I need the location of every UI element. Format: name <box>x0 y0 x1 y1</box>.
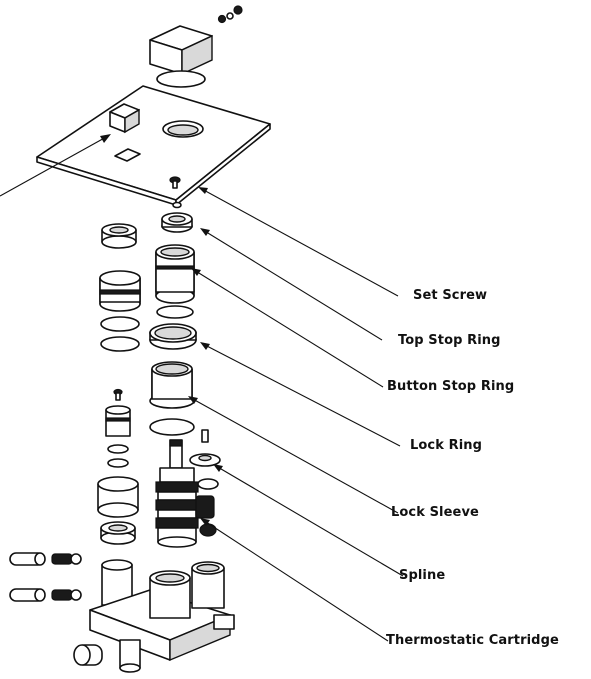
valve-body <box>73 559 235 673</box>
left-small-screw <box>113 388 123 401</box>
label-top-stop-ring: Top Stop Ring <box>398 333 501 348</box>
left-small-cartridge <box>105 405 131 437</box>
left-stack-cap <box>101 223 137 249</box>
left-o-ring-1 <box>100 316 140 332</box>
left-o-ring-4 <box>107 458 129 468</box>
handle-cap <box>149 25 213 76</box>
label-spline: Spline <box>399 568 446 583</box>
leader-button-stop-ring <box>193 269 384 388</box>
left-leader-line <box>0 135 109 197</box>
arrowhead-button-stop-ring <box>191 268 201 276</box>
o-ring-mid <box>156 305 194 319</box>
wall-anchor-upper <box>9 552 82 566</box>
wall-anchor-lower <box>9 588 82 602</box>
label-thermostatic-cartridge: Thermostatic Cartridge <box>386 633 559 648</box>
small-cube-block <box>109 103 140 134</box>
leader-thermostatic-cartridge <box>202 519 389 642</box>
cap-o-ring <box>156 70 206 88</box>
o-ring-lower <box>149 418 195 436</box>
label-set-screw: Set Screw <box>413 288 488 303</box>
button-stop-ring-part <box>155 244 195 304</box>
lock-ring-part <box>149 323 197 350</box>
left-stack-sleeve <box>99 270 141 312</box>
leader-spline <box>215 465 404 577</box>
left-o-ring-3 <box>107 444 129 454</box>
set-screw-part <box>169 176 181 189</box>
leader-lines <box>188 187 404 642</box>
small-washer <box>172 201 182 209</box>
arrowhead-lock-ring <box>200 342 210 350</box>
leader-lock-ring <box>202 343 401 447</box>
top-stop-ring-part <box>161 212 193 233</box>
left-lower-cap <box>100 521 136 545</box>
left-o-ring-2 <box>100 336 140 352</box>
cap-screws <box>217 5 243 24</box>
arrowhead-set-screw <box>198 187 208 194</box>
wall-plate <box>36 85 271 206</box>
arrowhead-thermostatic-cartridge <box>200 518 210 526</box>
label-lock-ring: Lock Ring <box>410 438 483 453</box>
left-lower-sleeve <box>97 476 139 518</box>
leader-lock-sleeve <box>190 397 399 514</box>
arrowhead-spline <box>213 464 223 472</box>
arrowhead-lock-sleeve <box>188 396 198 404</box>
thermostatic-cartridge-part <box>155 439 199 548</box>
label-lock-sleeve: Lock Sleeve <box>391 505 479 520</box>
spline-part <box>189 429 221 537</box>
arrowhead-top-stop-ring <box>200 228 210 236</box>
label-button-stop-ring: Button Stop Ring <box>387 379 515 394</box>
left-arrowhead <box>100 134 111 143</box>
lock-sleeve-part <box>149 361 195 409</box>
leader-top-stop-ring <box>202 229 383 341</box>
leader-set-screw <box>199 187 399 297</box>
